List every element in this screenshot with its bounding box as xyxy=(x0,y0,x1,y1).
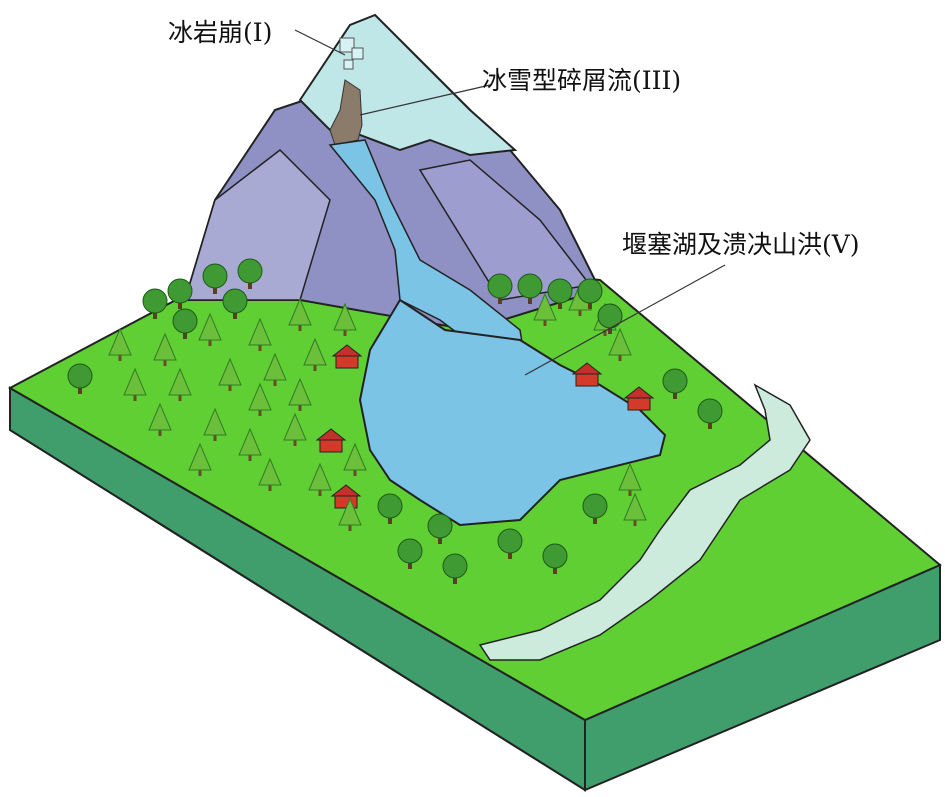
label-ice-snow-debris-flow: 冰雪型碎屑流(III) xyxy=(482,66,682,95)
round-tree-icon xyxy=(222,288,248,319)
leader-line-ice-rock xyxy=(294,29,346,56)
dammed-lake xyxy=(358,298,667,527)
round-tree-icon xyxy=(517,273,543,304)
pine-tree-icon xyxy=(608,327,632,361)
outburst-river xyxy=(478,383,811,661)
pine-tree-icon xyxy=(308,462,332,496)
pine-tree-icon xyxy=(148,402,172,436)
round-tree-icon xyxy=(442,553,468,584)
pine-tree-icon xyxy=(123,367,147,401)
leader-line-lake xyxy=(524,264,726,376)
pine-tree-icon xyxy=(218,357,242,391)
round-tree-icon xyxy=(202,263,228,294)
trees xyxy=(67,258,723,584)
round-tree-icon xyxy=(172,308,198,339)
leader-line-debris xyxy=(359,84,491,116)
round-tree-icon xyxy=(237,258,263,289)
pine-tree-icon xyxy=(623,492,647,526)
pine-tree-icon xyxy=(333,302,357,336)
pine-tree-icon xyxy=(343,442,367,476)
round-tree-icon xyxy=(167,278,193,309)
round-tree-icon xyxy=(397,538,423,569)
pine-tree-icon xyxy=(533,292,557,326)
pine-tree-icon xyxy=(303,337,327,371)
round-tree-icon xyxy=(547,278,573,309)
round-tree-icon xyxy=(487,273,513,304)
round-tree-icon xyxy=(577,278,603,309)
pine-tree-icon xyxy=(153,332,177,366)
pine-tree-icon xyxy=(263,352,287,386)
house-icon xyxy=(623,386,655,411)
mountain-ridge-right xyxy=(418,159,592,301)
pine-tree-icon xyxy=(288,377,312,411)
round-tree-icon xyxy=(662,368,688,399)
pine-tree-icon xyxy=(618,462,642,496)
round-tree-icon xyxy=(67,363,93,394)
label-dammed-lake-outburst-flood: 堰塞湖及溃决山洪(V) xyxy=(622,230,860,259)
round-tree-icon xyxy=(582,493,608,524)
pine-tree-icon xyxy=(248,317,272,351)
pine-tree-icon xyxy=(238,427,262,461)
round-tree-icon xyxy=(427,513,453,544)
pine-tree-icon xyxy=(188,442,212,476)
round-tree-icon xyxy=(142,288,168,319)
pine-tree-icon xyxy=(248,382,272,416)
house-icon xyxy=(571,362,603,387)
pine-tree-icon xyxy=(198,312,222,346)
round-tree-icon xyxy=(697,398,723,429)
round-tree-icon xyxy=(497,528,523,559)
mountain-ridge-left xyxy=(183,149,331,301)
ice-rock-blocks xyxy=(339,37,364,70)
pine-tree-icon xyxy=(168,367,192,401)
house-icon xyxy=(331,344,363,369)
house-icon xyxy=(315,428,347,453)
pine-tree-icon xyxy=(288,297,312,331)
pine-tree-icon xyxy=(203,407,227,441)
pine-tree-icon xyxy=(108,327,132,361)
pine-tree-icon xyxy=(338,497,362,531)
label-ice-rock-avalanche: 冰岩崩(I) xyxy=(168,18,273,47)
round-tree-icon xyxy=(377,493,403,524)
pine-tree-icon xyxy=(283,412,307,446)
pine-tree-icon xyxy=(258,457,282,491)
round-tree-icon xyxy=(542,543,568,574)
